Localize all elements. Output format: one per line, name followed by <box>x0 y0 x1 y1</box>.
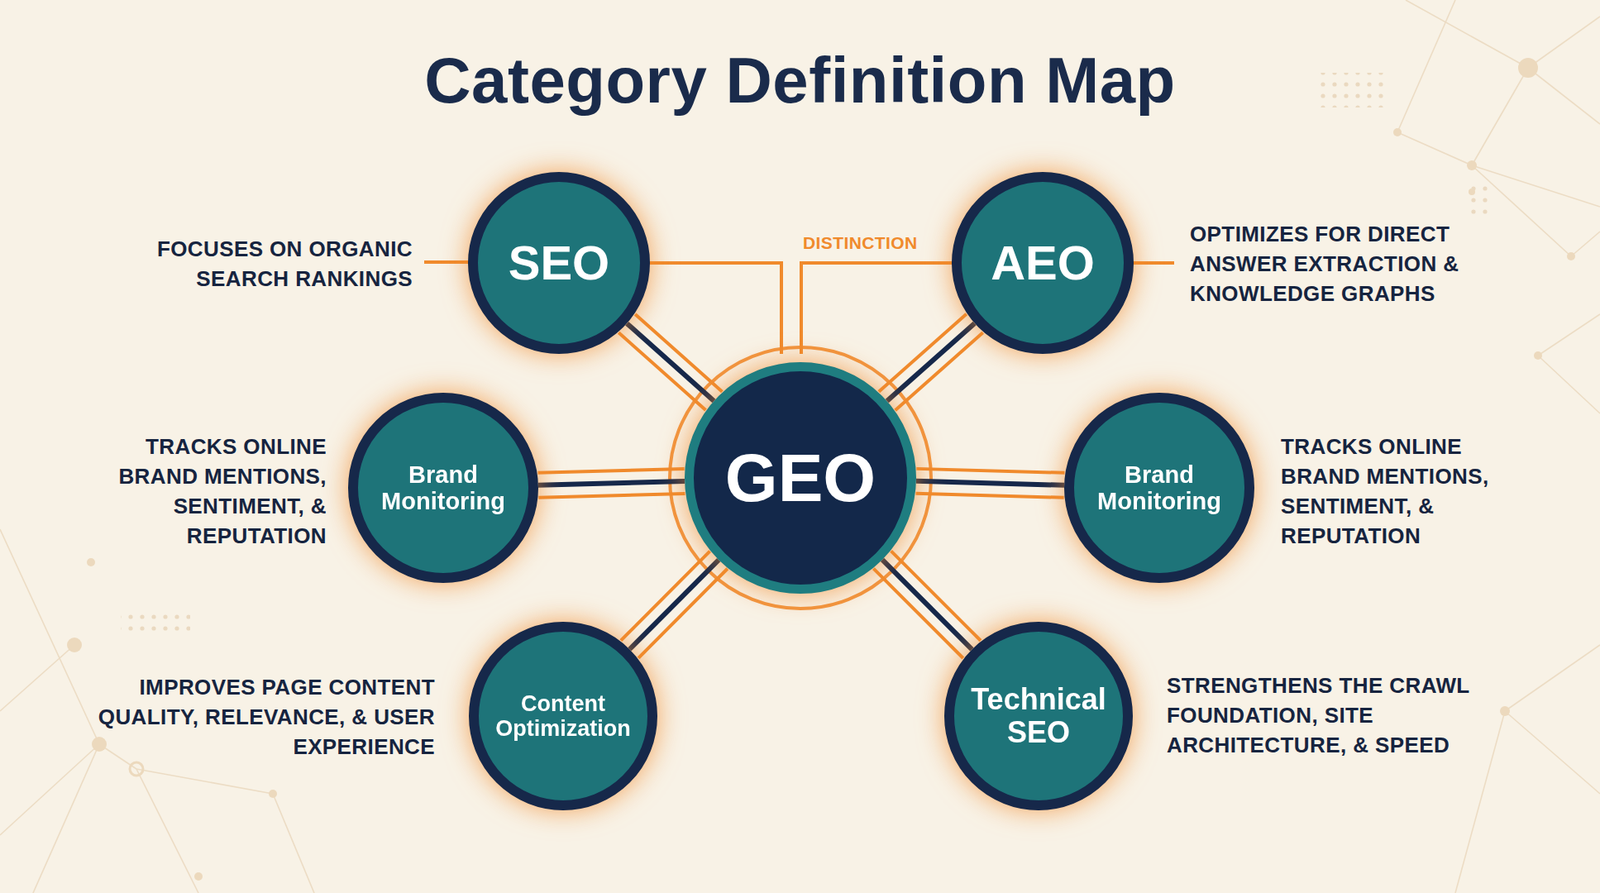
node-text-group: Brand Monitoring <box>362 461 525 516</box>
node-text-group: AEO <box>965 236 1121 291</box>
circle-shape <box>949 626 1128 806</box>
dot-grid <box>1465 180 1489 215</box>
distinction-label: DISTINCTION <box>802 231 918 256</box>
connector-line <box>538 481 685 486</box>
node-label: Brand Monitoring <box>362 461 525 516</box>
description-text: TRACKS ONLINE BRAND MENTIONS, SENTIMENT,… <box>70 432 327 552</box>
circle-shape <box>689 367 913 590</box>
connector-line <box>916 481 1065 486</box>
connector-line <box>887 323 975 402</box>
distinction-line <box>649 262 782 354</box>
dot-grid <box>1316 72 1386 108</box>
description-text: FOCUSES ON ORGANIC SEARCH RANKINGS <box>106 234 413 295</box>
connector-accent <box>635 314 722 392</box>
connector-accent <box>891 550 981 640</box>
circle-shape <box>1069 397 1250 578</box>
concept-circle: AEO <box>951 171 1134 354</box>
diagram-title: Category Definition Map <box>0 42 1600 119</box>
node-text-group: Technical SEO <box>958 682 1119 750</box>
connector-line <box>629 559 719 650</box>
network-dot <box>1393 57 1576 717</box>
description-text: TRACKS ONLINE BRAND MENTIONS, SENTIMENT,… <box>1280 432 1546 552</box>
concept-circle: Brand Monitoring <box>348 392 539 583</box>
dot-grid <box>120 608 191 632</box>
connector-accent <box>538 468 685 473</box>
circle-shape <box>472 176 645 349</box>
leader-line <box>1131 261 1175 265</box>
circle-shape <box>353 397 534 578</box>
node-label: SEO <box>482 236 637 291</box>
description-text: STRENGTHENS THE CRAWL FOUNDATION, SITE A… <box>1166 671 1531 761</box>
leader-line <box>424 260 470 264</box>
connector-accent <box>638 568 728 659</box>
connector-accent <box>620 551 711 641</box>
concept-circle: Brand Monitoring <box>1064 392 1255 583</box>
node-text-group: Brand Monitoring <box>1078 461 1241 516</box>
connector-accent <box>878 314 967 392</box>
connector-accent <box>618 332 706 411</box>
node-label: AEO <box>965 236 1121 291</box>
connector-accent <box>895 332 984 411</box>
concept-circle: SEO <box>468 171 650 354</box>
node-text-group: SEO <box>482 236 637 291</box>
connector-accent <box>916 493 1065 498</box>
circle-shape <box>473 626 653 806</box>
connector-accent <box>538 493 685 498</box>
connector-line <box>626 323 714 402</box>
hub-circle: GEO <box>684 362 917 594</box>
description-text: IMPROVES PAGE CONTENT QUALITY, RELEVANCE… <box>87 673 435 763</box>
node-text-group: Content Optimization <box>482 691 644 741</box>
concept-circle: Technical SEO <box>944 621 1133 811</box>
description-text: OPTIMIZES FOR DIRECT ANSWER EXTRACTION &… <box>1189 219 1521 310</box>
node-label: Content Optimization <box>482 691 644 741</box>
node-text-group: GEO <box>702 439 899 516</box>
connector-accent <box>916 468 1065 473</box>
circle-shape <box>956 176 1129 349</box>
concept-circle: Content Optimization <box>468 621 658 811</box>
node-label: Brand Monitoring <box>1078 461 1241 516</box>
node-label: Technical SEO <box>958 682 1119 750</box>
connector-accent <box>873 568 963 659</box>
distinction-line <box>801 262 953 354</box>
node-label: GEO <box>702 439 899 516</box>
connector-line <box>882 559 972 650</box>
